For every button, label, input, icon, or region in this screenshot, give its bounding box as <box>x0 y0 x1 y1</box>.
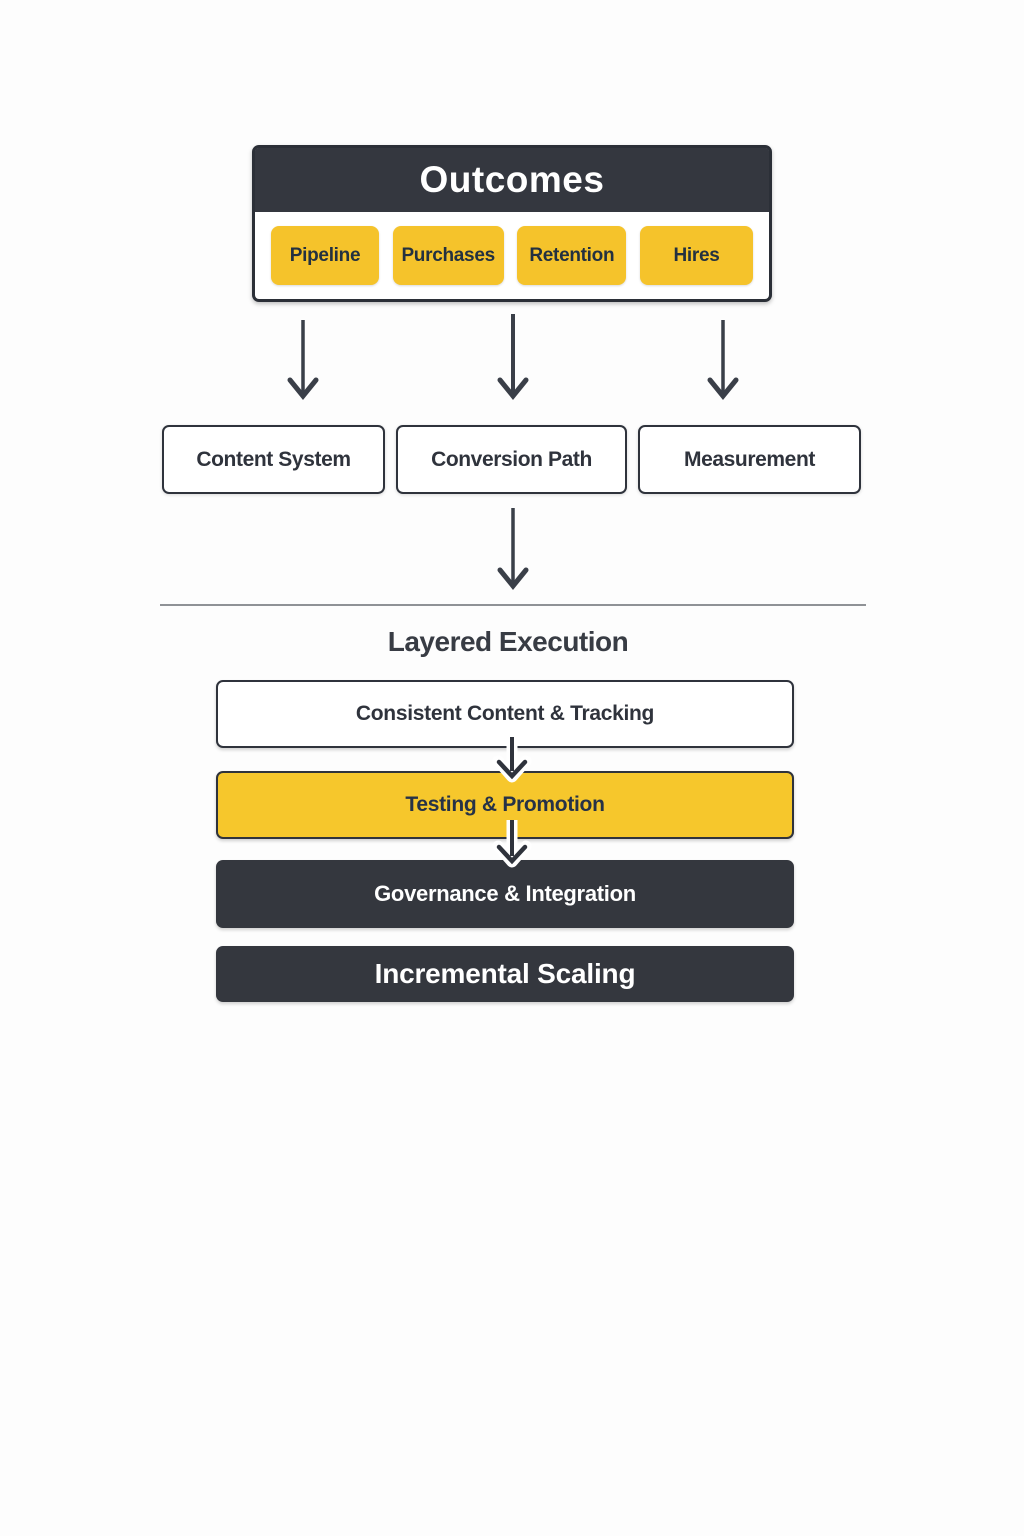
box-content-system: Content System <box>162 425 385 494</box>
layer-testing-promotion: Testing & Promotion <box>216 771 794 839</box>
box-conversion-path: Conversion Path <box>396 425 627 494</box>
chip-pipeline: Pipeline <box>271 226 379 285</box>
section-divider <box>160 604 866 606</box>
layer-governance-integration: Governance & Integration <box>216 860 794 928</box>
chip-retention: Retention <box>517 226 627 285</box>
down-arrow-icon <box>497 314 529 400</box>
box-measurement: Measurement <box>638 425 861 494</box>
down-arrow-icon <box>287 320 319 400</box>
outcomes-header: Outcomes <box>255 148 769 212</box>
outcomes-box: Outcomes Pipeline Purchases Retention Hi… <box>252 145 772 302</box>
chip-hires: Hires <box>639 226 753 285</box>
outcomes-chip-row: Pipeline Purchases Retention Hires <box>255 212 769 285</box>
down-arrow-icon <box>707 320 739 400</box>
chip-purchases: Purchases <box>392 226 504 285</box>
section-title: Layered Execution <box>387 626 629 657</box>
down-arrow-icon <box>497 508 529 590</box>
layer-consistent-content-tracking: Consistent Content & Tracking <box>216 680 794 748</box>
outcomes-title: Outcomes <box>419 159 605 200</box>
layer-incremental-scaling: Incremental Scaling <box>216 946 794 1002</box>
